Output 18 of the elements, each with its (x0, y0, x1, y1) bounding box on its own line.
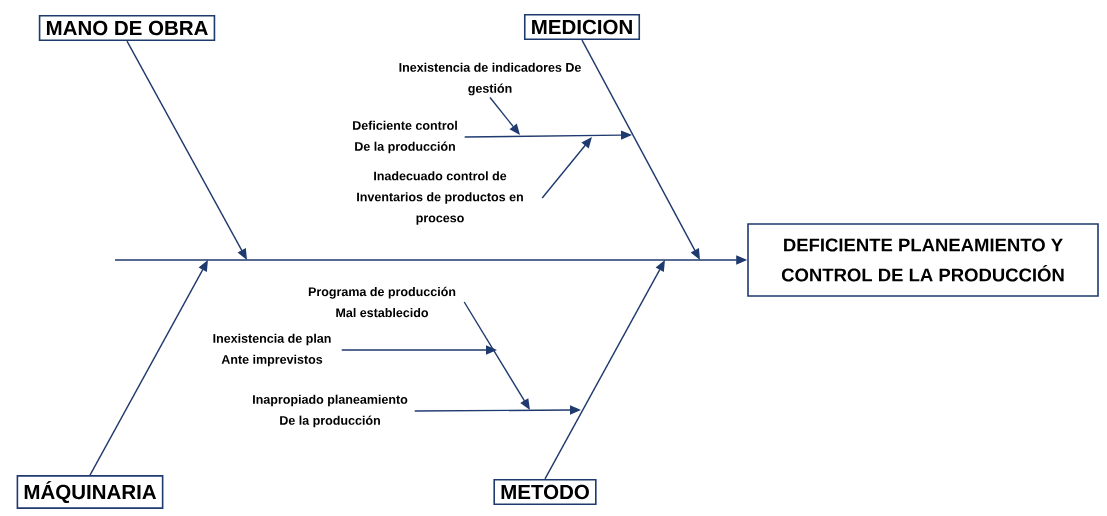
arrow (89, 260, 208, 476)
category-box: METODO (493, 478, 597, 506)
arrow (463, 301, 530, 410)
category-box: MEDICION (523, 13, 641, 41)
effect-box: DEFICIENTE PLANEAMIENTO Y CONTROL DE LA PRODUCCIÓN (747, 223, 1099, 297)
cause-label: Inapropiado planeamiento De la producción (253, 394, 408, 428)
cause-label: Inadecuado control de Inventarios de productos en proceso (357, 171, 523, 225)
arrow (581, 39, 700, 260)
cause-label: Inexistencia de indicadores De gestión (399, 62, 581, 96)
category-box: MÁQUINARIA (16, 475, 164, 509)
category-box: MANO DE OBRA (38, 14, 216, 42)
cause-label: Inexistencia de plan Ante imprevistos (213, 333, 331, 367)
arrow (541, 137, 592, 199)
arrow (489, 96, 520, 135)
arrow (544, 260, 665, 480)
arrow (126, 40, 247, 260)
cause-label: Programa de producción Mal establecido (308, 286, 456, 318)
cause-label: Deficiente control De la producción (353, 120, 457, 154)
